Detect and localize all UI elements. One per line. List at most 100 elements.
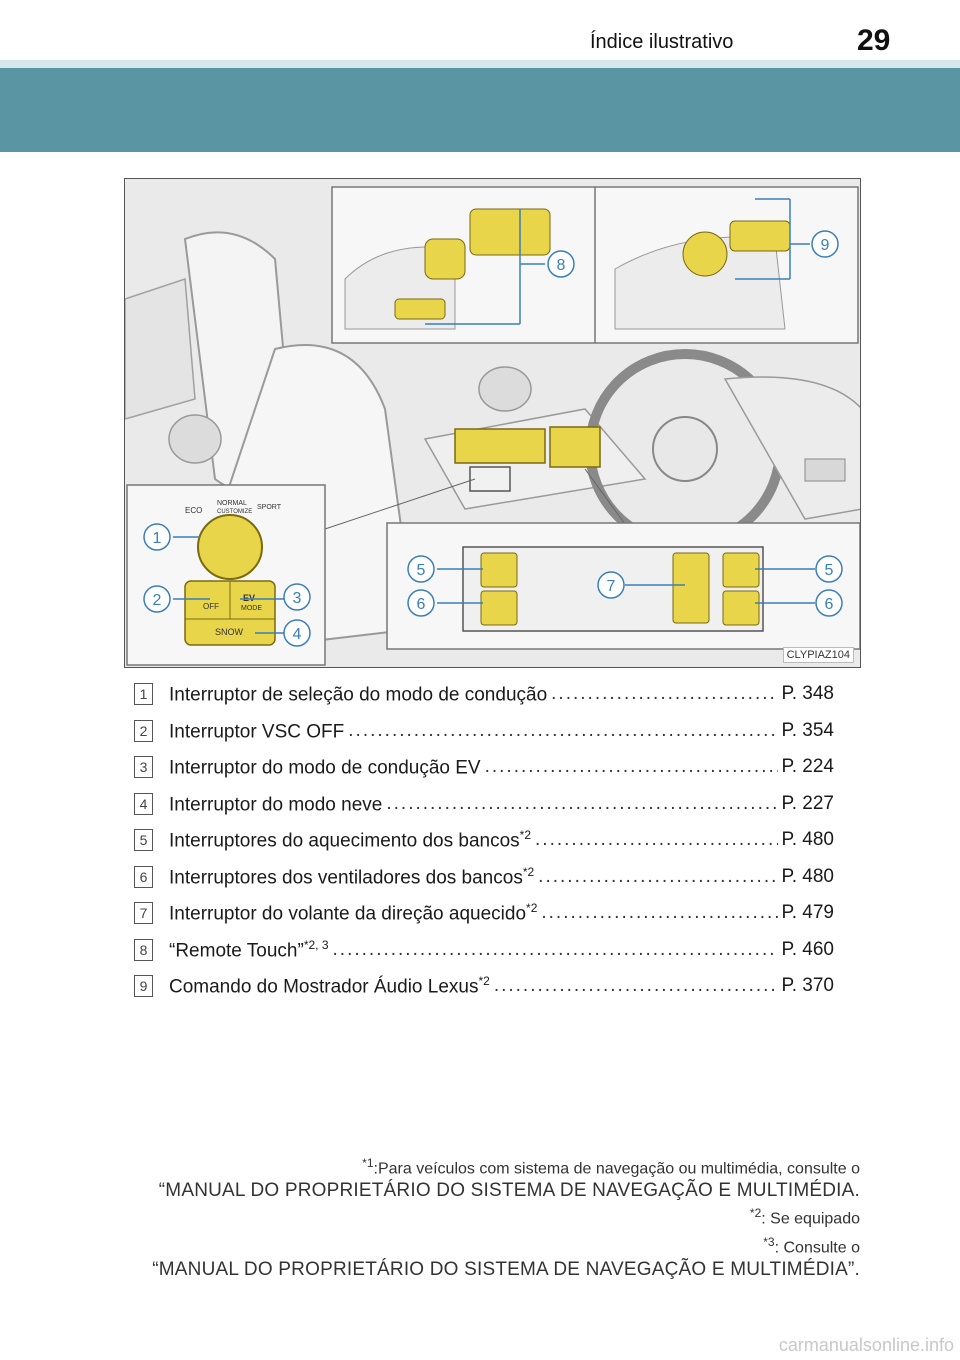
dashboard bbox=[723, 376, 860, 520]
callout-6-right bbox=[815, 589, 843, 617]
callout-6-left-label: 6 bbox=[417, 596, 426, 613]
snow-label: SNOW bbox=[215, 627, 244, 637]
item-label: Interruptor do modo neve bbox=[169, 793, 383, 815]
callout-1 bbox=[143, 523, 171, 551]
right-seat-fan-switch bbox=[722, 590, 760, 626]
footnote-3-continued: “MANUAL DO PROPRIETÁRIO DO SISTEMA DE NA… bbox=[152, 1258, 860, 1280]
callout-5-left-label: 5 bbox=[417, 562, 426, 579]
item-number: 9 bbox=[134, 975, 153, 998]
list-item[interactable]: 5 Interruptores do aquecimento dos banco… bbox=[134, 822, 834, 859]
mode-label: MODE bbox=[241, 605, 262, 612]
list-item[interactable]: 8 “Remote Touch”*2, 3 P. 460 bbox=[134, 932, 834, 969]
item-number: 1 bbox=[134, 683, 153, 706]
page-reference[interactable]: P. 348 bbox=[781, 683, 834, 705]
callout-9 bbox=[811, 230, 839, 258]
callout-6-right-label: 6 bbox=[825, 596, 834, 613]
dot-leader bbox=[551, 683, 777, 705]
list-item[interactable]: 2 Interruptor VSC OFF P. 354 bbox=[134, 713, 834, 750]
dot-leader bbox=[333, 939, 778, 961]
console-speaker bbox=[478, 366, 532, 412]
callout-4-label: 4 bbox=[293, 626, 302, 643]
item-label: Interruptor VSC OFF bbox=[169, 720, 345, 742]
footnotes: *1:Para veículos com sistema de navegaçã… bbox=[80, 1152, 860, 1281]
callout-8 bbox=[547, 250, 575, 278]
door-speaker bbox=[168, 414, 222, 464]
customize-label: CUSTOMIZE bbox=[217, 509, 252, 515]
footnote-1-continued: “MANUAL DO PROPRIETÁRIO DO SISTEMA DE NA… bbox=[158, 1180, 860, 1202]
item-label: “Remote Touch”*2, 3 bbox=[169, 937, 329, 961]
header-band-light bbox=[0, 60, 960, 68]
ev-label: EV bbox=[243, 593, 255, 603]
callout-5-right-label: 5 bbox=[825, 562, 834, 579]
off-label: OFF bbox=[203, 602, 219, 611]
callout-5-right bbox=[815, 555, 843, 583]
callout-3 bbox=[283, 583, 311, 611]
remote-touch-pad bbox=[424, 238, 466, 280]
item-number: 2 bbox=[134, 719, 153, 742]
interior-illustration: ECO NORMAL CUSTOMIZE SPORT OFF EV MODE S… bbox=[124, 178, 861, 668]
drive-mode-knob bbox=[197, 514, 263, 580]
remote-touch-buttons bbox=[469, 208, 551, 256]
item-number: 7 bbox=[134, 902, 153, 925]
callout-5-left bbox=[407, 555, 435, 583]
list-item[interactable]: 4 Interruptor do modo neve P. 227 bbox=[134, 786, 834, 823]
list-item[interactable]: 1 Interruptor de seleção do modo de cond… bbox=[134, 676, 834, 713]
item-label: Interruptores dos ventiladores dos banco… bbox=[169, 864, 535, 888]
remote-touch-highlight bbox=[454, 428, 546, 464]
item-label: Interruptor do modo de condução EV bbox=[169, 757, 481, 779]
callout-3-label: 3 bbox=[293, 590, 302, 607]
list-item[interactable]: 6 Interruptores dos ventiladores dos ban… bbox=[134, 859, 834, 896]
callout-7-label: 7 bbox=[607, 578, 616, 595]
right-seat-heater-switch bbox=[722, 552, 760, 588]
normal-label: NORMAL bbox=[217, 500, 247, 507]
callout-8-label: 8 bbox=[557, 257, 566, 274]
item-number: 3 bbox=[134, 756, 153, 779]
footnote-3: *3: Consulte o bbox=[763, 1234, 860, 1256]
steering-heater-switch bbox=[672, 552, 710, 624]
footnote-2: *2: Se equipado bbox=[749, 1206, 860, 1228]
dot-leader bbox=[348, 720, 777, 742]
list-item[interactable]: 9 Comando do Mostrador Áudio Lexus*2 P. … bbox=[134, 968, 834, 1005]
list-item[interactable]: 7 Interruptor do volante da direção aque… bbox=[134, 895, 834, 932]
item-number: 6 bbox=[134, 865, 153, 888]
index-list: 1 Interruptor de seleção do modo de cond… bbox=[134, 676, 834, 1005]
callout-6-left bbox=[407, 589, 435, 617]
list-item[interactable]: 3 Interruptor do modo de condução EV P. … bbox=[134, 749, 834, 786]
page-reference[interactable]: P. 480 bbox=[781, 829, 834, 851]
callout-1-label: 1 bbox=[153, 530, 162, 547]
dot-leader bbox=[541, 902, 777, 924]
page-reference[interactable]: P. 460 bbox=[781, 938, 834, 960]
figure-code: CLYPIAZ104 bbox=[782, 647, 854, 663]
dot-leader bbox=[386, 793, 777, 815]
header-strip bbox=[0, 0, 960, 64]
audio-buttons bbox=[729, 220, 791, 252]
dot-leader bbox=[485, 756, 778, 778]
callout-2 bbox=[143, 585, 171, 613]
page-reference[interactable]: P. 224 bbox=[781, 756, 834, 778]
page-reference[interactable]: P. 370 bbox=[781, 975, 834, 997]
drive-mode-highlight bbox=[469, 466, 511, 492]
page-reference[interactable]: P. 480 bbox=[781, 865, 834, 887]
leader-line bbox=[584, 468, 626, 525]
page-reference[interactable]: P. 227 bbox=[781, 792, 834, 814]
item-label: Comando do Mostrador Áudio Lexus*2 bbox=[169, 974, 490, 998]
page-reference[interactable]: P. 479 bbox=[781, 902, 834, 924]
item-label: Interruptor do volante da direção aqueci… bbox=[169, 901, 538, 925]
footnote-1: *1:Para veículos com sistema de navegaçã… bbox=[362, 1156, 860, 1178]
left-seat-heater-switch bbox=[480, 552, 518, 588]
item-number: 5 bbox=[134, 829, 153, 852]
item-label: Interruptor de seleção do modo de conduç… bbox=[169, 684, 548, 706]
item-number: 8 bbox=[134, 938, 153, 961]
leader-line bbox=[324, 478, 476, 530]
section-title: Índice ilustrativo bbox=[590, 31, 734, 53]
air-vent bbox=[804, 458, 846, 482]
door-panel bbox=[125, 277, 196, 420]
left-seat-fan-switch bbox=[480, 590, 518, 626]
page-number: 29 bbox=[857, 24, 891, 57]
dot-leader bbox=[535, 829, 778, 851]
page-reference[interactable]: P. 354 bbox=[781, 719, 834, 741]
audio-dial bbox=[682, 231, 728, 277]
dot-leader bbox=[494, 975, 778, 997]
eco-label: ECO bbox=[185, 506, 202, 515]
sport-label: SPORT bbox=[257, 504, 282, 511]
